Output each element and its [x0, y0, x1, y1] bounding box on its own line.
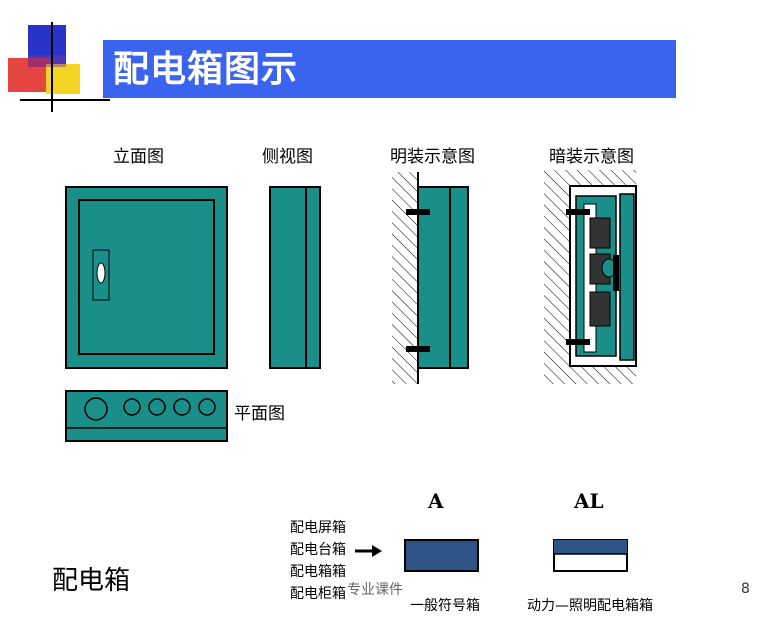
label-elevation: 立面图 — [113, 147, 164, 167]
symbol-al-label: AL — [574, 489, 604, 513]
elevation-view — [65, 186, 228, 369]
label-plan: 平面图 — [234, 404, 285, 424]
surface-mount-view — [392, 172, 469, 384]
page-number: 8 — [741, 581, 750, 597]
box-type-4: 配电柜箱 — [290, 586, 346, 602]
al-symbol-caption: 动力—照明配电箱箱 — [527, 598, 653, 614]
box-type-3: 配电箱箱 — [290, 564, 346, 580]
plan-view — [65, 390, 228, 442]
label-flush: 暗装示意图 — [549, 147, 634, 167]
al-symbol-box — [553, 539, 628, 572]
box-type-2: 配电台箱 — [290, 542, 346, 558]
general-symbol-caption: 一般符号箱 — [410, 598, 480, 614]
label-surface: 明装示意图 — [390, 147, 475, 167]
general-symbol-box — [404, 539, 479, 572]
arrow-icon — [355, 545, 382, 557]
page-title: 配电箱图示 — [113, 49, 299, 90]
logo-mark — [8, 22, 110, 112]
label-side: 侧视图 — [262, 147, 313, 167]
watermark-text: 专业课件 — [347, 582, 403, 598]
title-bar — [103, 40, 676, 98]
footer-big-label: 配电箱 — [52, 566, 131, 596]
side-view — [269, 186, 321, 369]
box-type-1: 配电屏箱 — [290, 520, 346, 536]
symbol-a-label: A — [428, 489, 444, 513]
flush-mount-view — [544, 170, 637, 384]
